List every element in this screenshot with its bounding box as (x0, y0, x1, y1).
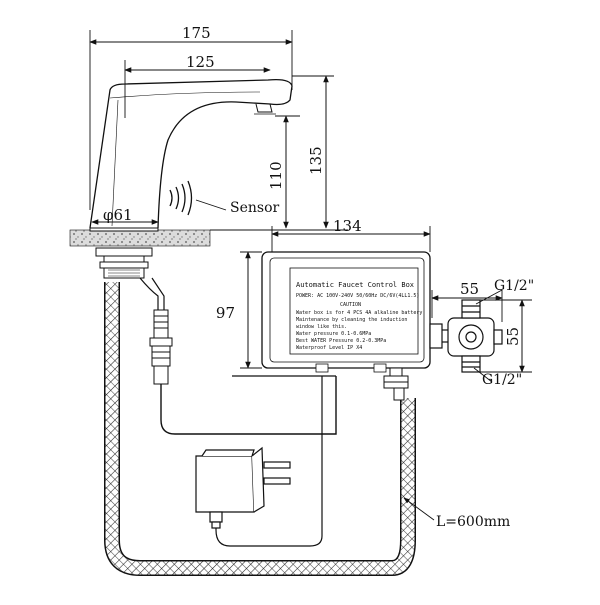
dim-base-diameter: φ61 (91, 206, 159, 225)
dim-valve-height: 55 (480, 299, 532, 373)
dim-valve-width-label: 55 (460, 280, 479, 298)
dim-base-diameter-label: φ61 (103, 206, 133, 224)
control-box-line-5: Waterproof Level IP X4 (296, 345, 362, 351)
dim-box-height: 97 (216, 251, 262, 369)
thread-bottom-leader (473, 367, 493, 383)
sensor-label: Sensor (230, 200, 280, 216)
dim-valve-width: 55 (431, 280, 503, 322)
thread-bottom-label: G1/2" (482, 372, 522, 388)
dim-width-total-label: 175 (182, 24, 211, 42)
dim-width-spout: 125 (124, 53, 271, 118)
control-box-line-4: Best WATER Pressure 0.2-0.3MPa (296, 338, 386, 344)
sensor-leader (195, 199, 227, 211)
dim-height-spout-label: 110 (267, 161, 285, 190)
control-box-line-0: Water box is for 4 PCS 4A alkaline batte… (296, 310, 422, 316)
power-adapter (195, 375, 336, 547)
dim-box-width: 134 (271, 217, 431, 252)
box-cable (160, 376, 337, 435)
hose-length-label: L=600mm (436, 514, 510, 530)
dim-width-total: 175 (89, 24, 293, 210)
sensor-waves-icon (169, 180, 193, 216)
control-box-line-1: Maintenance by cleaning the induction (296, 317, 407, 323)
mounting-nut (95, 247, 153, 279)
cable-connector (149, 309, 173, 385)
control-box-section: CAUTION (340, 302, 361, 308)
thread-top-label: G1/2" (494, 278, 534, 294)
dim-valve-height-label: 55 (504, 327, 522, 346)
dim-box-width-label: 134 (333, 217, 362, 235)
control-box-line-3: Water pressure 0.1-0.6MPa (296, 331, 371, 337)
control-box-power: POWER: AC 100V-240V 50/60Hz DC/6V(4LL1.5… (296, 293, 419, 299)
hose-length-leader (403, 497, 435, 521)
dim-height-total: 135 (292, 75, 334, 229)
box-outlet-fitting (383, 367, 409, 401)
countertop (69, 227, 211, 247)
control-box: Automatic Faucet Control Box POWER: AC 1… (261, 251, 431, 373)
dim-box-height-label: 97 (216, 304, 235, 322)
control-box-line-2: window like this. (296, 324, 347, 330)
dim-height-spout: 110 (267, 115, 300, 229)
braided-hose-left (104, 282, 416, 576)
faucet-body (89, 78, 293, 229)
thread-top-leader (475, 289, 503, 305)
sensor-cable (139, 277, 165, 310)
solenoid-valve (429, 299, 503, 373)
dim-width-spout-label: 125 (186, 53, 215, 71)
dim-height-total-label: 135 (307, 146, 325, 175)
control-box-title: Automatic Faucet Control Box (296, 281, 414, 289)
